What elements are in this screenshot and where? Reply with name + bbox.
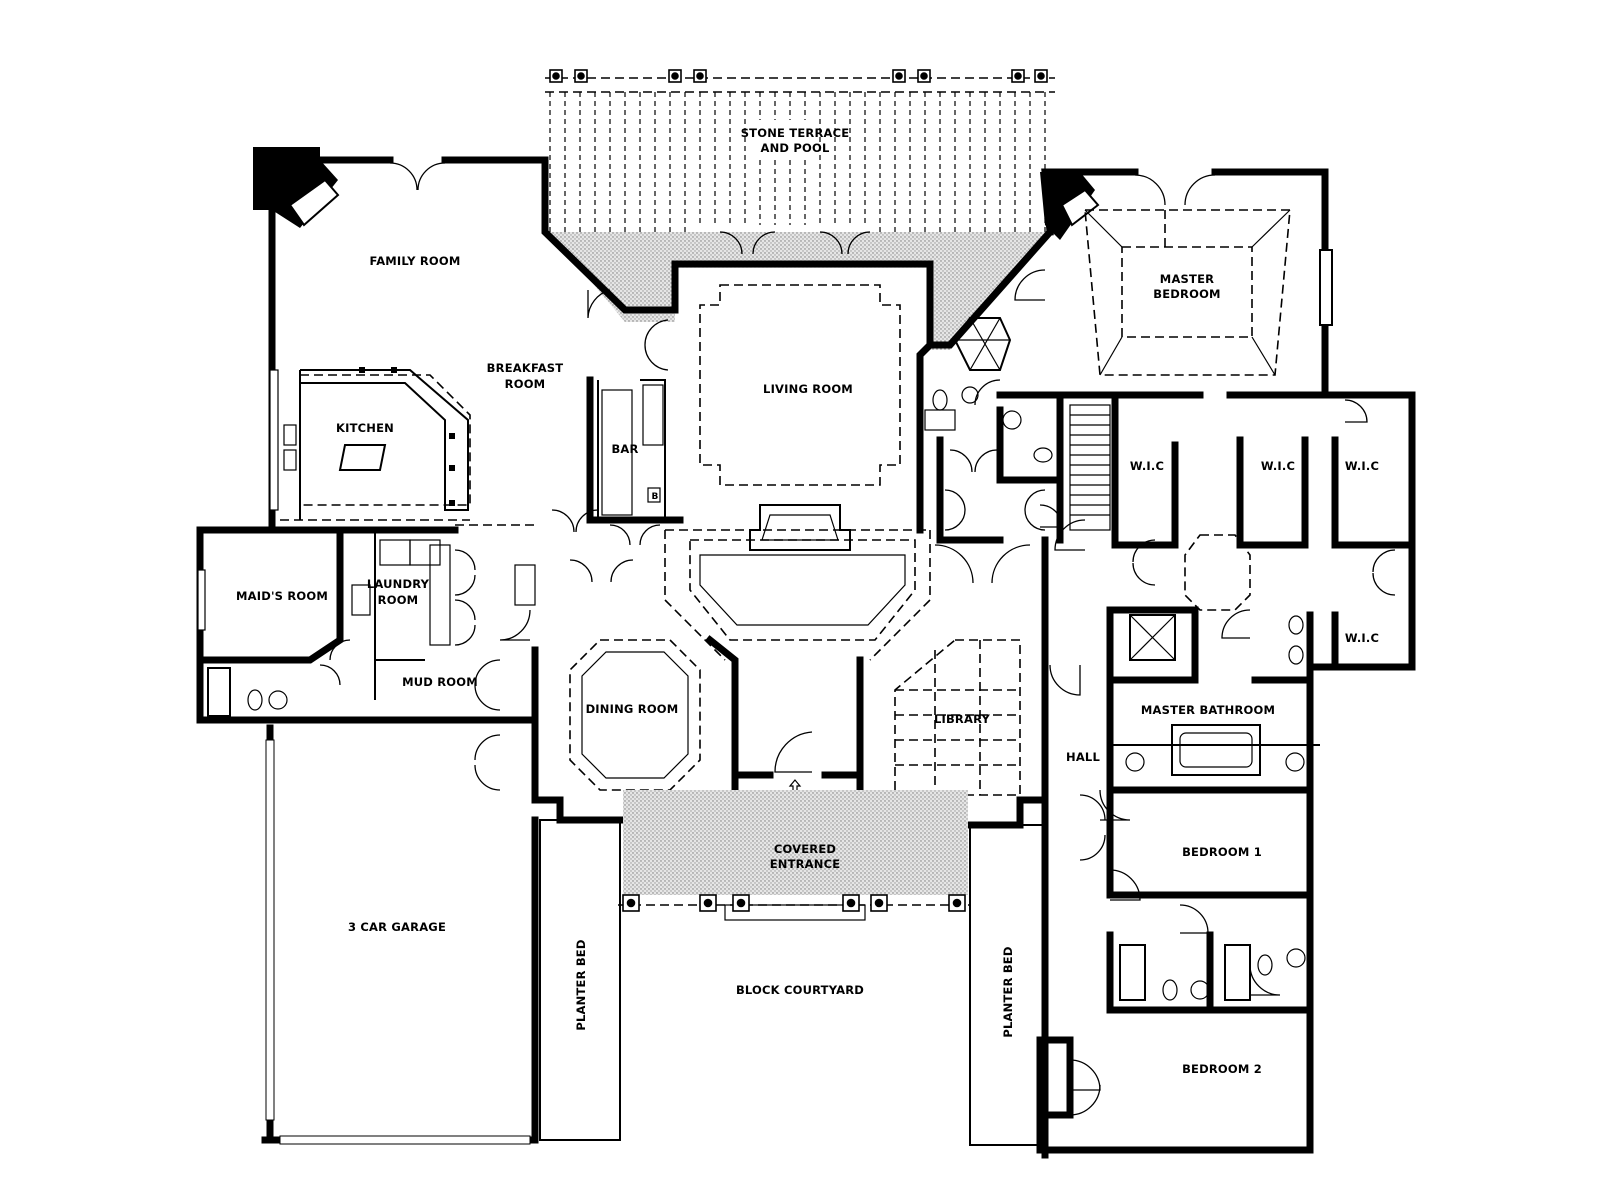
- bath-fixtures: [207, 317, 1320, 1001]
- wic-label-4: W.I.C: [1345, 631, 1379, 645]
- family-room-label: FAMILY ROOM: [369, 254, 460, 268]
- garage-label: 3 CAR GARAGE: [348, 920, 446, 934]
- bar-label: BAR: [611, 442, 638, 456]
- covered-entrance: [618, 790, 970, 921]
- master-bedroom-label-line-1: MASTER: [1160, 272, 1214, 286]
- breakfast-room-label-line-1: BREAKFAST: [487, 361, 564, 375]
- covered-entrance-label-line-2: ENTRANCE: [770, 857, 841, 871]
- terrace-label-line-1: STONE TERRACE: [741, 126, 850, 140]
- dining-room-label: DINING ROOM: [586, 702, 679, 716]
- planter-bed-right-label: PLANTER BED: [1001, 946, 1015, 1037]
- kitchen-fixtures: [283, 367, 851, 646]
- block-courtyard-label: BLOCK COURTYARD: [736, 983, 864, 997]
- master-bedroom-label-line-2: BEDROOM: [1153, 287, 1220, 301]
- master-bathroom-label: MASTER BATHROOM: [1141, 703, 1275, 717]
- doors: [319, 162, 1396, 1116]
- ceiling-details: [280, 209, 1291, 796]
- planter-bed-left-label: PLANTER BED: [574, 939, 588, 1030]
- stone-terrace-pergola: [545, 69, 1055, 232]
- bedroom-1-label: BEDROOM 1: [1182, 845, 1262, 859]
- terrace-label-line-2: AND POOL: [761, 141, 830, 155]
- planter-beds: [539, 819, 1046, 1146]
- mud-room-label: MUD ROOM: [402, 675, 478, 689]
- wic-label-1: W.I.C: [1130, 459, 1164, 473]
- bar-b-label: B: [651, 492, 658, 502]
- hall-label: HALL: [1066, 750, 1100, 764]
- library-label: LIBRARY: [934, 712, 991, 726]
- living-room-label: LIVING ROOM: [763, 382, 853, 396]
- covered-entrance-label-line-1: COVERED: [774, 842, 836, 856]
- laundry-room-label-line-1: LAUNDRY: [367, 577, 430, 591]
- laundry-room-label-line-2: ROOM: [378, 593, 419, 607]
- bedroom-2-label: BEDROOM 2: [1182, 1062, 1262, 1076]
- partitions: [586, 376, 1416, 1014]
- kitchen-label: KITCHEN: [336, 421, 394, 435]
- breakfast-room-label-line-2: ROOM: [505, 377, 546, 391]
- wic-label-3: W.I.C: [1345, 459, 1379, 473]
- maids-room-label: MAID'S ROOM: [236, 589, 328, 603]
- wic-label-2: W.I.C: [1261, 459, 1295, 473]
